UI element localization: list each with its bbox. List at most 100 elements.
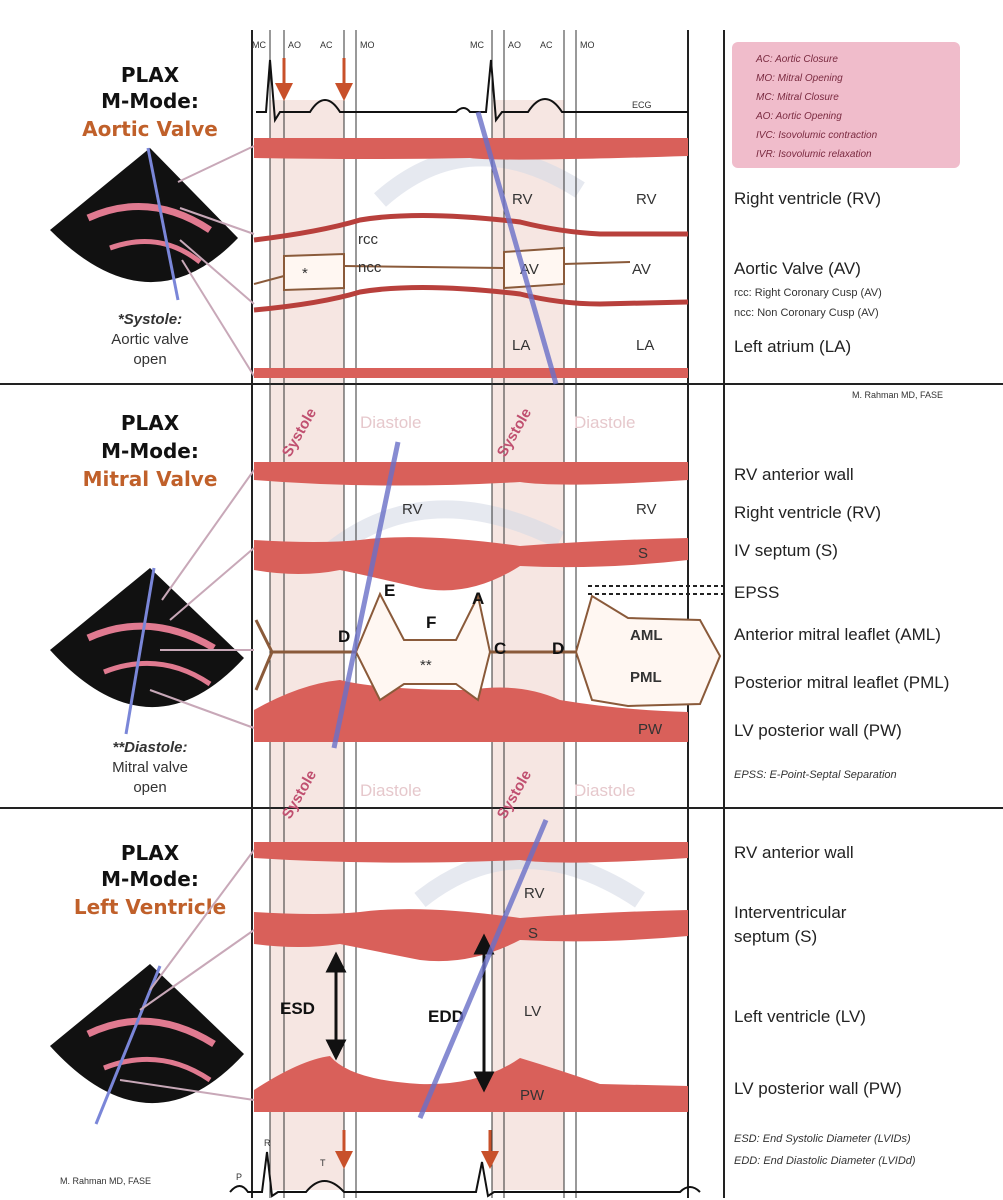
- rv-anterior-band-1: [254, 138, 688, 160]
- pw-band-2: [254, 680, 688, 742]
- plot-frame: [0, 30, 1003, 1198]
- timing-ao-1: AO: [288, 40, 301, 50]
- sector-connectors-1: [177, 145, 255, 377]
- credit-2: M. Rahman MD, FASE: [60, 1176, 151, 1186]
- lv-marker-3: LV: [524, 1003, 541, 1020]
- ecg-r-wave: R: [264, 1138, 271, 1148]
- label-ncc: ncc: Non Coronary Cusp (AV): [734, 307, 879, 319]
- label-ivs-2: IV septum (S): [734, 541, 838, 560]
- mitral-e-point: E: [384, 581, 395, 600]
- label-ivs-3-line1: Interventricular: [734, 903, 847, 922]
- label-epss: EPSS: [734, 583, 779, 602]
- mitral-stars: **: [420, 657, 432, 674]
- label-la: Left atrium (LA): [734, 337, 851, 356]
- timing-ac-1: AC: [320, 40, 333, 50]
- diastole-label-3: Diastole: [360, 781, 421, 800]
- diastole-label-4: Diastole: [574, 781, 635, 800]
- mitral-leaflets-2: [574, 594, 722, 708]
- panel1-title-3: Aortic Valve: [82, 117, 218, 141]
- rv-marker-1b: RV: [636, 191, 657, 208]
- epss-dashed-line: [588, 585, 726, 595]
- septum-band-3: [254, 909, 688, 962]
- edd-marker: EDD: [428, 1007, 464, 1026]
- pw-marker-2: PW: [638, 721, 663, 738]
- echo-sector-3: [50, 964, 244, 1125]
- label-rvaw-2: RV anterior wall: [734, 465, 854, 484]
- label-rv-1: Right ventricle (RV): [734, 189, 881, 208]
- legend-ivc: IVC: Isovolumic contraction: [756, 130, 878, 141]
- septum-band-2: [254, 537, 688, 591]
- timing-mo-1: MO: [360, 40, 375, 50]
- legend-box: AC: Aortic Closure MO: Mitral Opening MC…: [732, 42, 960, 168]
- cursor-line-3: [417, 819, 549, 1119]
- mitral-leaflets-1: [354, 591, 492, 702]
- legend-mc: MC: Mitral Closure: [756, 92, 839, 103]
- ecg-t-wave: T: [320, 1158, 326, 1168]
- sector-connectors-2: [149, 469, 255, 729]
- la-posterior-band: [254, 368, 688, 378]
- label-rvaw-3: RV anterior wall: [734, 843, 854, 862]
- rcc-marker: rcc: [358, 231, 378, 248]
- aml-marker: AML: [630, 627, 663, 644]
- av-star-marker: *: [302, 265, 308, 282]
- rv-anterior-band-3: [254, 842, 688, 863]
- rv-marker-1a: RV: [512, 191, 533, 208]
- label-rv-2: Right ventricle (RV): [734, 503, 881, 522]
- mitral-a-point: A: [472, 589, 484, 608]
- cursor-line-2: [331, 441, 401, 749]
- timing-mc-2: MC: [470, 40, 484, 50]
- panel1-title-1: PLAX: [121, 63, 180, 87]
- panel2-note-2: Mitral valve: [112, 759, 188, 776]
- panel1-note-2: Aortic valve: [111, 331, 189, 348]
- credit-1: M. Rahman MD, FASE: [852, 390, 943, 400]
- label-ivs-3-line2: septum (S): [734, 927, 817, 946]
- aortic-root-band-anterior: [253, 212, 688, 243]
- diastole-label-2: Diastole: [574, 413, 635, 432]
- legend-ac: AC: Aortic Closure: [755, 54, 838, 65]
- legend-mo: MO: Mitral Opening: [756, 73, 843, 84]
- av-cusp-lines: [253, 261, 631, 285]
- legend-ao: AO: Aortic Opening: [755, 111, 842, 122]
- panel2-title-2: M-Mode:: [101, 439, 199, 463]
- timing-mc-1: MC: [252, 40, 266, 50]
- panel1-title-2: M-Mode:: [101, 89, 199, 113]
- rv-marker-2b: RV: [636, 501, 657, 518]
- panel3-title-2: M-Mode:: [101, 867, 199, 891]
- label-pw-3: LV posterior wall (PW): [734, 1079, 902, 1098]
- mitral-d-point-1: D: [338, 627, 350, 646]
- ecg-trace-bottom: [229, 1151, 701, 1198]
- av-box-1: [283, 252, 345, 292]
- s-marker-3: S: [528, 925, 538, 942]
- rv-marker-3: RV: [524, 885, 545, 902]
- timing-ao-2: AO: [508, 40, 521, 50]
- label-aml: Anterior mitral leaflet (AML): [734, 625, 941, 644]
- pw-band-3: [254, 1056, 688, 1112]
- sector-connectors-3: [119, 849, 255, 1101]
- timing-ac-2: AC: [540, 40, 553, 50]
- timing-arrows-bottom: [335, 1130, 499, 1169]
- mitral-f-point: F: [426, 613, 436, 632]
- panel-aortic-valve: PLAX M-Mode: Aortic Valve *Systole: Aort…: [50, 63, 943, 400]
- echo-sector-1: [50, 147, 238, 301]
- panel2-title-1: PLAX: [121, 411, 180, 435]
- la-marker-1a: LA: [512, 337, 530, 354]
- panel2-note-3: open: [133, 779, 166, 796]
- timing-mo-2: MO: [580, 40, 595, 50]
- label-pml: Posterior mitral leaflet (PML): [734, 673, 949, 692]
- label-edd-def: EDD: End Diastolic Diameter (LVIDd): [734, 1155, 916, 1167]
- mitral-closure-lines: [254, 619, 576, 691]
- ecg-label: ECG: [632, 100, 652, 110]
- mitral-d-point-2: D: [552, 639, 564, 658]
- mitral-c-point: C: [494, 639, 506, 658]
- label-lv-3: Left ventricle (LV): [734, 1007, 866, 1026]
- s-marker-2: S: [638, 545, 648, 562]
- rv-marker-2a: RV: [402, 501, 423, 518]
- esd-marker: ESD: [280, 999, 315, 1018]
- aortic-root-band-posterior: [253, 284, 689, 313]
- label-epss-def: EPSS: E-Point-Septal Separation: [734, 769, 897, 781]
- ecg-p-wave: P: [236, 1172, 242, 1182]
- panel2-note-1: **Diastole:: [112, 739, 187, 756]
- la-marker-1b: LA: [636, 337, 654, 354]
- cursor-line-1: [475, 111, 559, 385]
